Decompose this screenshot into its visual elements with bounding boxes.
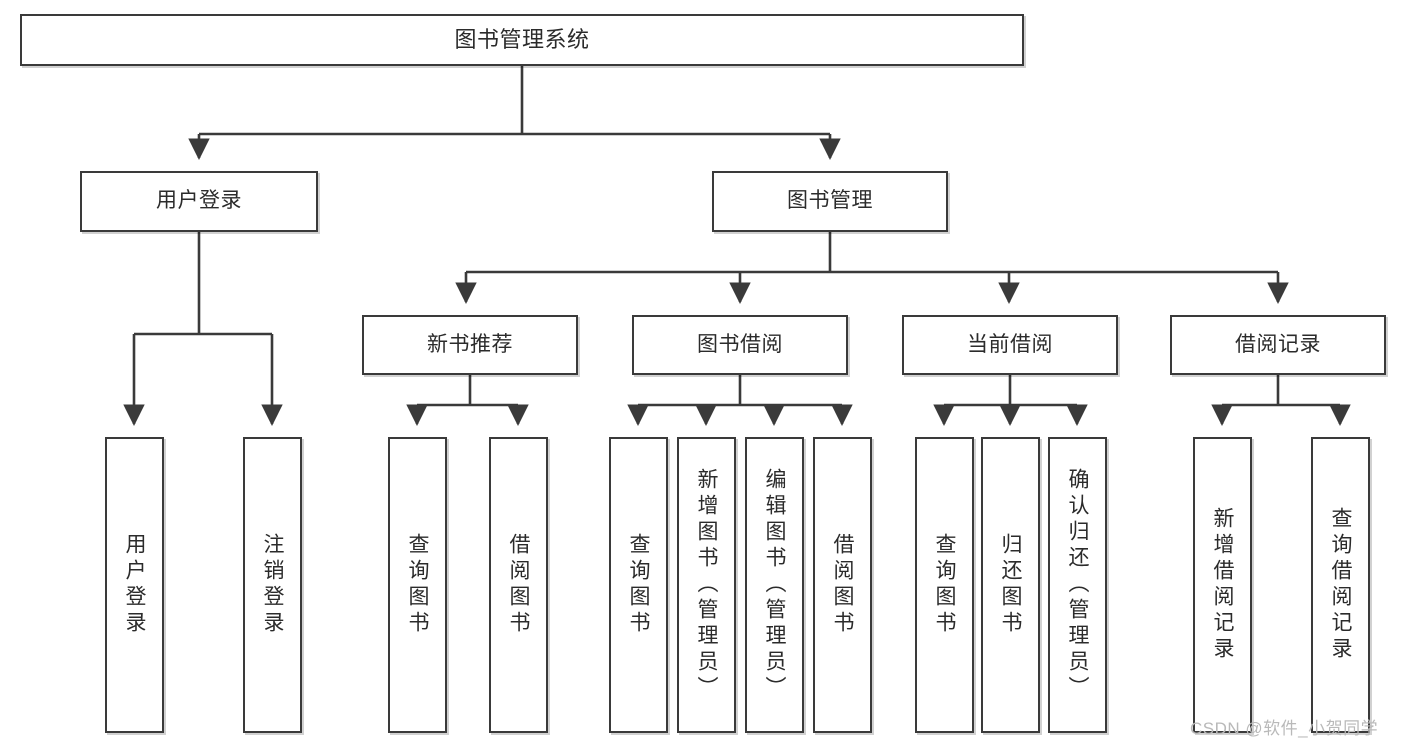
- node-borrow-records[interactable]: 借阅记录: [1170, 315, 1386, 375]
- node-label: 当前借阅: [967, 332, 1053, 356]
- leaf-current-confirm-return-admin[interactable]: 确认归还（管理员）: [1048, 437, 1107, 733]
- leaf-user-login-signin[interactable]: 用户登录: [105, 437, 164, 733]
- node-root-system[interactable]: 图书管理系统: [20, 14, 1024, 66]
- node-label: 查询图书: [627, 533, 650, 637]
- leaf-current-query-book[interactable]: 查询图书: [915, 437, 974, 733]
- watermark-csdn: CSDN @软件_小贺同学: [1190, 719, 1379, 738]
- node-label: 借阅记录: [1235, 332, 1321, 356]
- node-label: 注销登录: [261, 533, 284, 637]
- node-label: 用户登录: [156, 189, 242, 213]
- leaf-borrow-borrow-book[interactable]: 借阅图书: [813, 437, 872, 733]
- node-label: 图书借阅: [697, 332, 783, 356]
- leaf-new-book-borrow[interactable]: 借阅图书: [489, 437, 548, 733]
- leaf-borrow-query-book[interactable]: 查询图书: [609, 437, 668, 733]
- node-label: 查询借阅记录: [1329, 507, 1352, 663]
- node-label: 新增借阅记录: [1211, 507, 1234, 663]
- node-new-book-recommend[interactable]: 新书推荐: [362, 315, 578, 375]
- leaf-borrow-add-book-admin[interactable]: 新增图书（管理员）: [677, 437, 736, 733]
- node-label: 用户登录: [123, 533, 146, 637]
- node-label: 新书推荐: [427, 332, 513, 356]
- leaf-records-add-record[interactable]: 新增借阅记录: [1193, 437, 1252, 733]
- node-label: 查询图书: [933, 533, 956, 637]
- node-current-borrow[interactable]: 当前借阅: [902, 315, 1118, 375]
- node-label: 借阅图书: [831, 533, 854, 637]
- node-label: 图书管理: [787, 189, 873, 213]
- node-user-login[interactable]: 用户登录: [80, 171, 318, 232]
- leaf-new-book-query[interactable]: 查询图书: [388, 437, 447, 733]
- leaf-user-login-signout[interactable]: 注销登录: [243, 437, 302, 733]
- node-label: 确认归还（管理员）: [1066, 468, 1089, 702]
- node-label: 新增图书（管理员）: [695, 468, 718, 702]
- node-label: 编辑图书（管理员）: [763, 468, 786, 702]
- node-label: 图书管理系统: [454, 27, 590, 53]
- leaf-records-query-record[interactable]: 查询借阅记录: [1311, 437, 1370, 733]
- node-book-borrow[interactable]: 图书借阅: [632, 315, 848, 375]
- node-label: 查询图书: [406, 533, 429, 637]
- leaf-borrow-edit-book-admin[interactable]: 编辑图书（管理员）: [745, 437, 804, 733]
- node-label: 归还图书: [999, 533, 1022, 637]
- leaf-current-return-book[interactable]: 归还图书: [981, 437, 1040, 733]
- node-label: 借阅图书: [507, 533, 530, 637]
- node-book-management[interactable]: 图书管理: [712, 171, 948, 232]
